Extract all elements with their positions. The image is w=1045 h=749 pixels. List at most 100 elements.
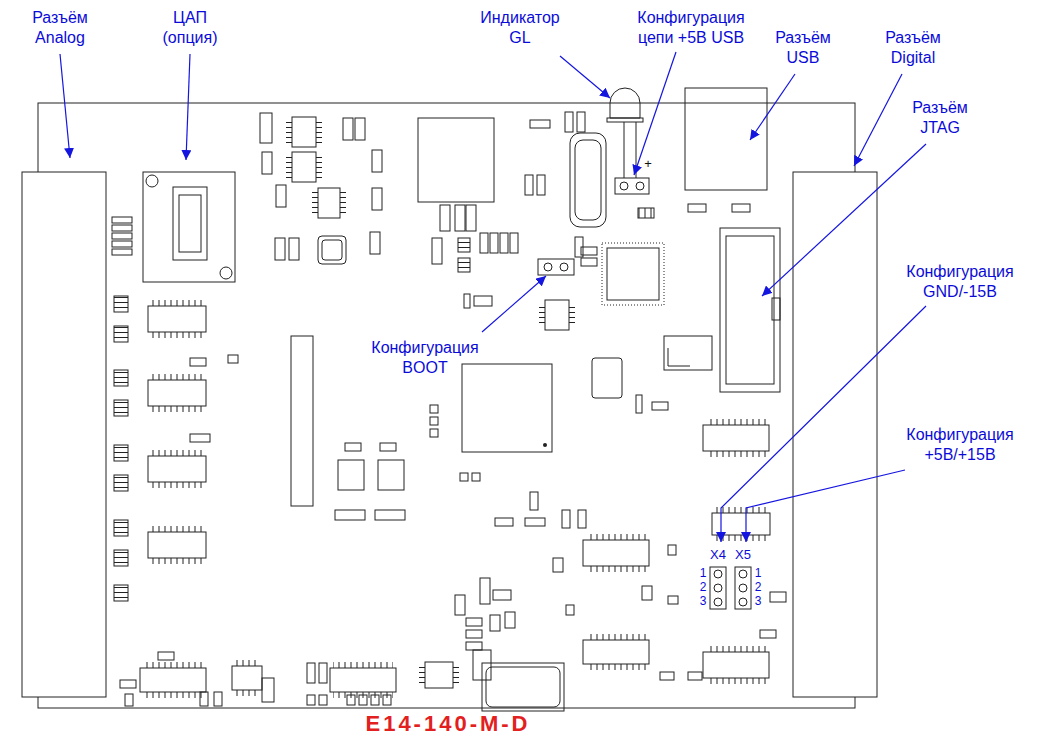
small-part — [466, 618, 482, 626]
ic-chip — [148, 380, 206, 406]
callout-label: Разъём Digital — [878, 28, 948, 68]
ic-chip — [378, 460, 404, 490]
small-part — [276, 185, 286, 207]
small-part — [114, 296, 128, 312]
small-part — [372, 150, 382, 172]
small-part — [371, 695, 379, 705]
ic-chip — [418, 118, 494, 202]
small-part — [380, 443, 396, 451]
jumper-header — [714, 584, 722, 592]
small-part — [525, 518, 545, 526]
jumper-header — [544, 263, 552, 271]
ic-chip — [291, 336, 313, 506]
small-part — [472, 473, 480, 481]
ic-chip — [333, 662, 393, 668]
small-part — [375, 510, 405, 520]
small-part — [636, 395, 642, 413]
ic-chip — [151, 406, 203, 412]
polarity-mark: + — [642, 156, 654, 172]
small-part — [668, 596, 678, 604]
small-part — [565, 112, 573, 132]
callout-label: Разъём USB — [768, 28, 838, 68]
small-part — [307, 695, 315, 705]
small-part — [562, 510, 570, 528]
small-part — [688, 204, 706, 212]
ic-chip — [151, 526, 203, 532]
small-part — [158, 652, 174, 660]
small-part — [383, 695, 391, 705]
ic-chip — [543, 443, 547, 447]
small-part — [460, 473, 468, 481]
small-part — [668, 545, 676, 555]
small-part — [289, 238, 299, 260]
small-part — [345, 443, 361, 451]
callout-label: Разъём JTAG — [905, 98, 975, 138]
small-part — [638, 208, 654, 218]
small-part — [112, 249, 132, 255]
small-part — [114, 400, 128, 416]
small-part — [652, 402, 668, 410]
small-part — [370, 232, 380, 254]
connector — [22, 172, 877, 697]
crystal — [570, 133, 606, 227]
ic-chip — [286, 120, 292, 144]
jumper-header — [739, 598, 747, 606]
ic-chip — [453, 665, 459, 685]
ic-chip — [322, 240, 342, 260]
leader-line — [482, 276, 546, 332]
ic-chip — [545, 300, 569, 330]
small-part — [474, 296, 492, 306]
crystal — [570, 133, 606, 227]
ic-chip — [715, 507, 767, 513]
small-part — [114, 585, 128, 601]
small-part — [114, 326, 128, 342]
connector — [22, 172, 106, 697]
ic-chip — [148, 456, 206, 482]
small-part — [480, 578, 490, 604]
jumper-header — [735, 567, 751, 609]
dac-module — [220, 267, 232, 279]
small-part — [430, 417, 438, 425]
small-part — [319, 663, 327, 683]
ic-chip — [232, 666, 262, 690]
connector — [793, 172, 877, 697]
dac-module — [143, 172, 235, 282]
small-part — [359, 695, 367, 705]
jumper-header — [710, 567, 726, 609]
leader-line — [186, 54, 190, 160]
small-part — [578, 510, 586, 528]
small-part — [770, 592, 786, 602]
small-part — [112, 217, 132, 223]
small-part — [432, 238, 442, 264]
pin-number: 2 — [752, 580, 764, 595]
ic-chip — [330, 668, 396, 692]
ic-chip — [151, 374, 203, 380]
callout-label: Разъём Analog — [25, 8, 95, 48]
small-part — [510, 233, 518, 253]
ic-chip — [583, 640, 649, 664]
jtag-socket — [726, 236, 774, 384]
ic-chip — [148, 532, 206, 558]
ic-chip — [703, 652, 769, 678]
ic-chip — [140, 117, 770, 711]
ic-chip — [338, 460, 364, 490]
callout-label: Конфигурация +5В/+15В — [900, 425, 1020, 465]
led-indicator — [607, 118, 643, 122]
ic-chip — [586, 664, 646, 670]
ic-chip — [143, 662, 203, 668]
ic-chip — [586, 566, 646, 572]
small-part — [458, 258, 470, 272]
jumper-header — [739, 584, 747, 592]
small-part — [112, 112, 786, 706]
small-part — [262, 152, 272, 174]
jumper-header — [714, 570, 722, 578]
small-part — [500, 233, 508, 253]
dac-module — [179, 195, 201, 252]
small-part — [114, 475, 128, 491]
small-part — [228, 355, 238, 363]
jumper-header — [739, 570, 747, 578]
header-label: X5 — [731, 547, 755, 563]
small-part — [190, 434, 210, 442]
pcb-board — [38, 103, 855, 708]
